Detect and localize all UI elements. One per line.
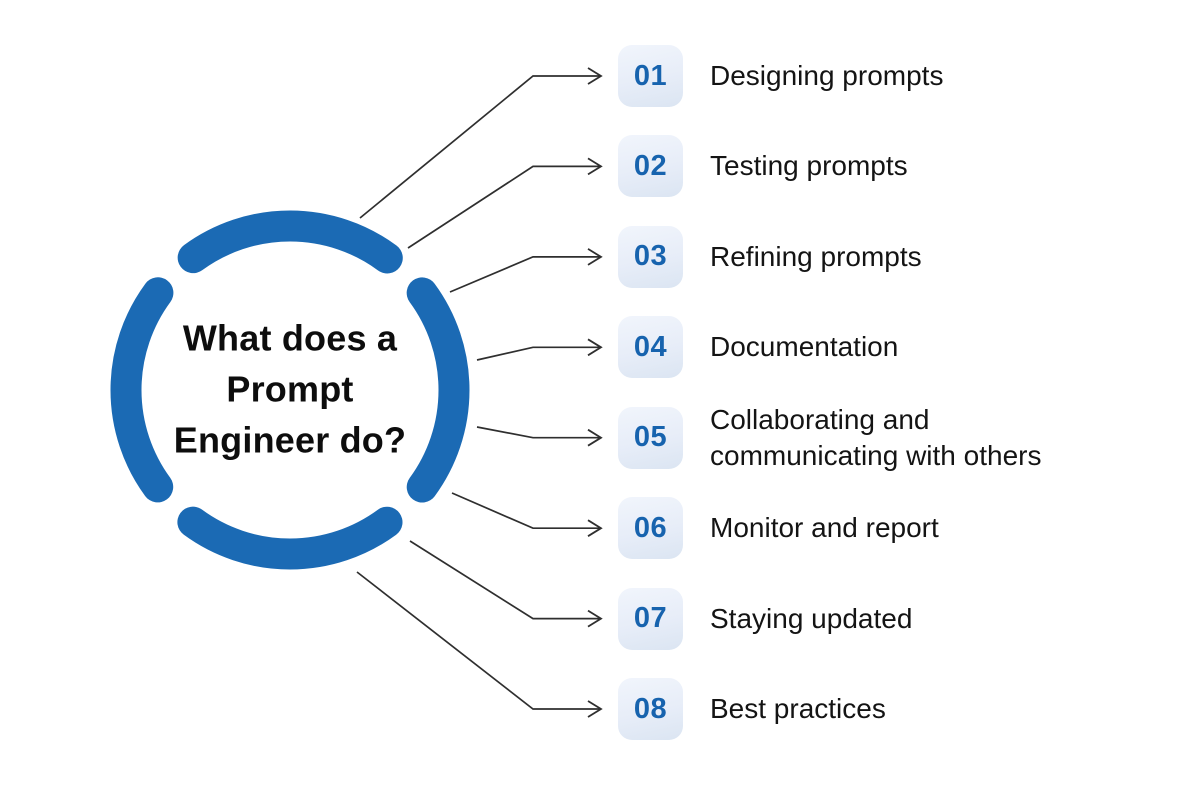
item-label: Testing prompts	[710, 150, 908, 182]
list-item: 05 Collaborating and communicating with o…	[618, 393, 1118, 483]
item-number-badge: 04	[618, 316, 683, 379]
item-number-badge: 05	[618, 406, 683, 469]
connector-arrow	[476, 426, 603, 447]
list-item: 07 Staying updated	[618, 574, 1118, 664]
list-item: 01 Designing prompts	[618, 31, 1118, 121]
item-number-badge: 01	[618, 45, 683, 107]
item-number-badge: 02	[618, 135, 683, 198]
list-item: 08 Best practices	[618, 664, 1118, 754]
connector-arrow	[409, 540, 603, 628]
item-label: Best practices	[710, 693, 886, 724]
list-item: 02 Testing prompts	[618, 121, 1118, 211]
item-number-badge: 08	[618, 678, 683, 740]
connector-arrow	[356, 571, 603, 718]
center-title-line: Prompt	[226, 368, 354, 410]
item-label: Monitor and report	[710, 512, 939, 544]
list-item: 03 Refining prompts	[618, 212, 1118, 302]
list-item: 06 Monitor and report	[618, 483, 1118, 573]
item-label: Designing prompts	[710, 60, 944, 91]
item-label: Staying updated	[710, 602, 913, 634]
item-label: Documentation	[710, 331, 899, 363]
center-title-line: What does a	[182, 317, 398, 359]
connector-arrow	[407, 157, 603, 249]
item-number-badge: 06	[618, 497, 683, 560]
item-number-badge: 03	[618, 225, 683, 288]
connector-arrow	[451, 492, 603, 537]
connector-arrow	[476, 338, 603, 361]
item-label: Refining prompts	[710, 240, 922, 272]
connector-arrow	[449, 248, 603, 293]
connector-arrow	[359, 67, 603, 219]
center-title-line: Engineer do?	[173, 419, 407, 461]
item-label: Collaborating and communicating with oth…	[710, 403, 1042, 471]
item-number-badge: 07	[618, 587, 683, 650]
list-item: 04 Documentation	[618, 302, 1118, 392]
